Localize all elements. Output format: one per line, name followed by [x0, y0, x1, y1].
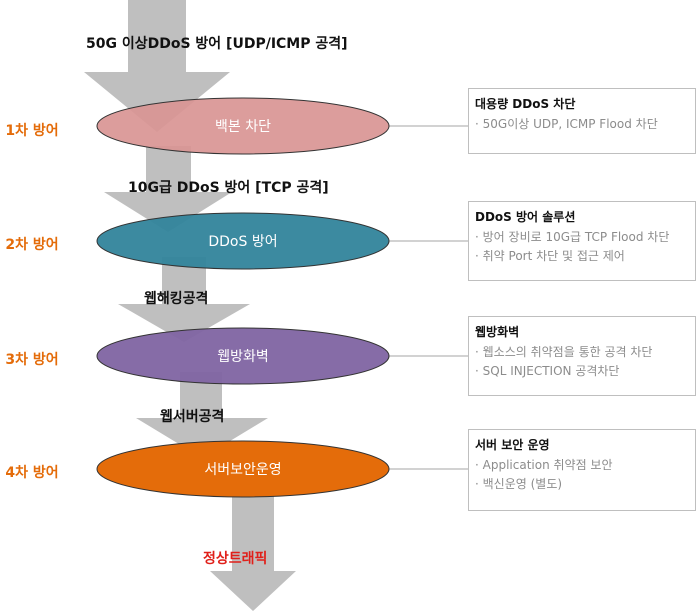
info-box-2: DDoS 방어 솔루션 · 방어 장비로 10G급 TCP Flood 차단 ·… [468, 201, 696, 281]
info-box-item: · 취약 Port 차단 및 접근 제어 [475, 249, 625, 263]
ellipse-label-4: 서버보안운영 [204, 462, 281, 478]
ellipse-label-1: 백본 차단 [215, 119, 271, 135]
info-box-title: 대용량 DDoS 차단 [475, 97, 576, 111]
attack-arrow-1 [84, 0, 230, 132]
info-box-item: · 백신운영 (별도) [475, 477, 563, 491]
info-box-item: · SQL INJECTION 공격차단 [475, 364, 620, 378]
attack-arrow-2 [104, 146, 232, 232]
info-box-item: · 웹소스의 취약점을 통한 공격 차단 [475, 345, 653, 359]
info-box-4: 서버 보안 운영 · Application 취약점 보안 · 백신운영 (별도… [468, 429, 696, 511]
info-box-title: 웹방화벽 [475, 325, 520, 339]
info-box-item: · Application 취약점 보안 [475, 458, 613, 472]
defense-ellipse-4: 서버보안운영 [96, 440, 390, 498]
tier-label-4: 4차 방어 [5, 465, 59, 481]
attack-label-4: 웹서버공격 [160, 409, 225, 425]
defense-ellipse-2: DDoS 방어 [96, 212, 390, 270]
ellipse-label-2: DDoS 방어 [208, 234, 277, 250]
tier-label-1: 1차 방어 [5, 123, 59, 139]
info-box-3: 웹방화벽 · 웹소스의 취약점을 통한 공격 차단 · SQL INJECTIO… [468, 316, 696, 396]
normal-traffic-label: 정상트래픽 [203, 551, 268, 567]
info-box-title: 서버 보안 운영 [475, 438, 550, 452]
info-box-1: 대용량 DDoS 차단 · 50G이상 UDP, ICMP Flood 차단 [468, 88, 696, 154]
tier-label-2: 2차 방어 [5, 237, 59, 253]
info-box-item: · 방어 장비로 10G급 TCP Flood 차단 [475, 230, 670, 244]
info-box-item: · 50G이상 UDP, ICMP Flood 차단 [475, 117, 658, 131]
defense-ellipse-1: 백본 차단 [96, 97, 390, 155]
attack-label-3: 웹해킹공격 [144, 291, 209, 307]
ellipse-label-3: 웹방화벽 [217, 349, 269, 365]
info-box-title: DDoS 방어 솔루션 [475, 210, 576, 224]
attack-arrow-3 [118, 257, 250, 342]
attack-label-2: 10G급 DDoS 방어 [TCP 공격] [128, 180, 329, 196]
tier-label-3: 3차 방어 [5, 352, 59, 368]
attack-arrow-4 [136, 372, 268, 458]
attack-label-1: 50G 이상DDoS 방어 [UDP/ICMP 공격] [86, 36, 348, 52]
normal-traffic-arrow [210, 485, 296, 611]
defense-ellipse-3: 웹방화벽 [96, 327, 390, 385]
